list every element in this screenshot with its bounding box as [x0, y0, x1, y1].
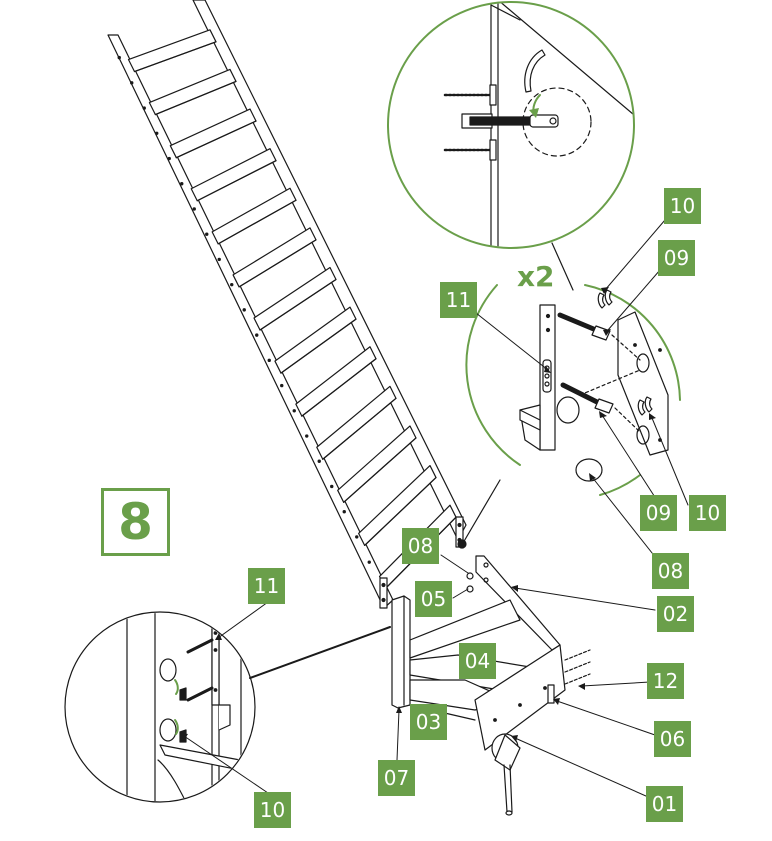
step-number: 8: [101, 488, 170, 556]
stair-tread: [253, 266, 337, 331]
label-08-center: 08: [402, 528, 439, 564]
stringer-hole: [167, 156, 171, 161]
cam-lock-icon: [637, 399, 646, 416]
stair-base: [391, 555, 591, 816]
label-09-bottom: 09: [640, 495, 677, 531]
label-09-top: 09: [658, 240, 695, 276]
stringer-hole: [317, 459, 321, 463]
label-10-mid: 10: [689, 495, 726, 531]
stair-tread: [127, 29, 217, 73]
label-02: 02: [657, 596, 694, 632]
stringer-hole: [155, 131, 159, 135]
stringer-hole: [117, 55, 121, 60]
staircase-drawing: [107, 0, 467, 609]
cam-lock-icon: [524, 49, 546, 93]
stringer-hole: [330, 484, 334, 489]
quantity-multiplier: x2: [517, 260, 555, 293]
tread-edge: [154, 80, 237, 116]
connection-point: [457, 539, 467, 549]
stringer-holes: [117, 55, 384, 590]
label-10-left: 10: [254, 792, 291, 828]
label-07: 07: [378, 760, 415, 796]
left-detail-circle: [64, 611, 256, 803]
stringer-hole: [130, 81, 134, 85]
stair-tread: [190, 148, 277, 202]
bottom-bracket-left: [379, 577, 388, 609]
newel-post: [391, 595, 411, 709]
dowel-icon: [461, 113, 559, 129]
stringer-hole: [267, 358, 271, 363]
tread-edge: [343, 437, 417, 503]
stair-tread: [211, 187, 297, 245]
label-12: 12: [647, 663, 684, 699]
stringer-hole: [242, 308, 246, 312]
stringer-hole: [342, 510, 346, 514]
leg-icon: [491, 733, 521, 816]
stringer-hole: [230, 282, 234, 287]
side-panel: [617, 311, 669, 456]
leader-lines: [180, 219, 689, 801]
stair-tread: [169, 108, 257, 159]
label-05: 05: [415, 581, 452, 617]
tread-edge: [217, 199, 297, 245]
middle-detail-circle: [465, 284, 681, 496]
label-08-right: 08: [652, 553, 689, 589]
tread-edge: [322, 397, 397, 460]
stringer-hole: [192, 207, 196, 211]
tread-edge: [133, 41, 217, 73]
label-11-mid: 11: [440, 282, 477, 318]
tread-edge: [280, 318, 357, 374]
front-panel: [474, 644, 566, 751]
tread-edge: [196, 160, 277, 202]
stringer-hole: [355, 535, 359, 539]
stair-tread: [148, 68, 237, 116]
label-01: 01: [646, 786, 683, 822]
top-detail-circle: [387, 1, 635, 249]
tread-edge: [259, 278, 337, 331]
stair-tread: [295, 346, 377, 417]
stair-tread: [232, 227, 317, 288]
stringer-hole: [367, 560, 371, 564]
label-11-left: 11: [248, 568, 285, 604]
stringer-hole: [305, 434, 309, 438]
stringer-hole: [142, 106, 146, 110]
label-04: 04: [459, 643, 496, 679]
cam-lock-icon: [597, 292, 606, 309]
tread-edge: [238, 239, 317, 288]
stringer-hole: [217, 257, 221, 262]
stringer-hole: [205, 232, 209, 236]
tread-edge: [364, 476, 437, 546]
label-10-top: 10: [664, 188, 701, 224]
stringer-hole: [280, 383, 284, 388]
dowel-icon: [557, 312, 614, 414]
stringer-hole: [180, 182, 184, 186]
stair-treads: [127, 29, 457, 590]
tread-edge: [175, 120, 257, 159]
label-06: 06: [654, 721, 691, 757]
stringer-hole: [255, 333, 259, 337]
stringer-hole: [292, 409, 296, 413]
screw-icon: [443, 84, 498, 161]
label-03: 03: [410, 704, 447, 740]
stair-tread: [274, 306, 357, 374]
tread-edge: [301, 358, 377, 417]
